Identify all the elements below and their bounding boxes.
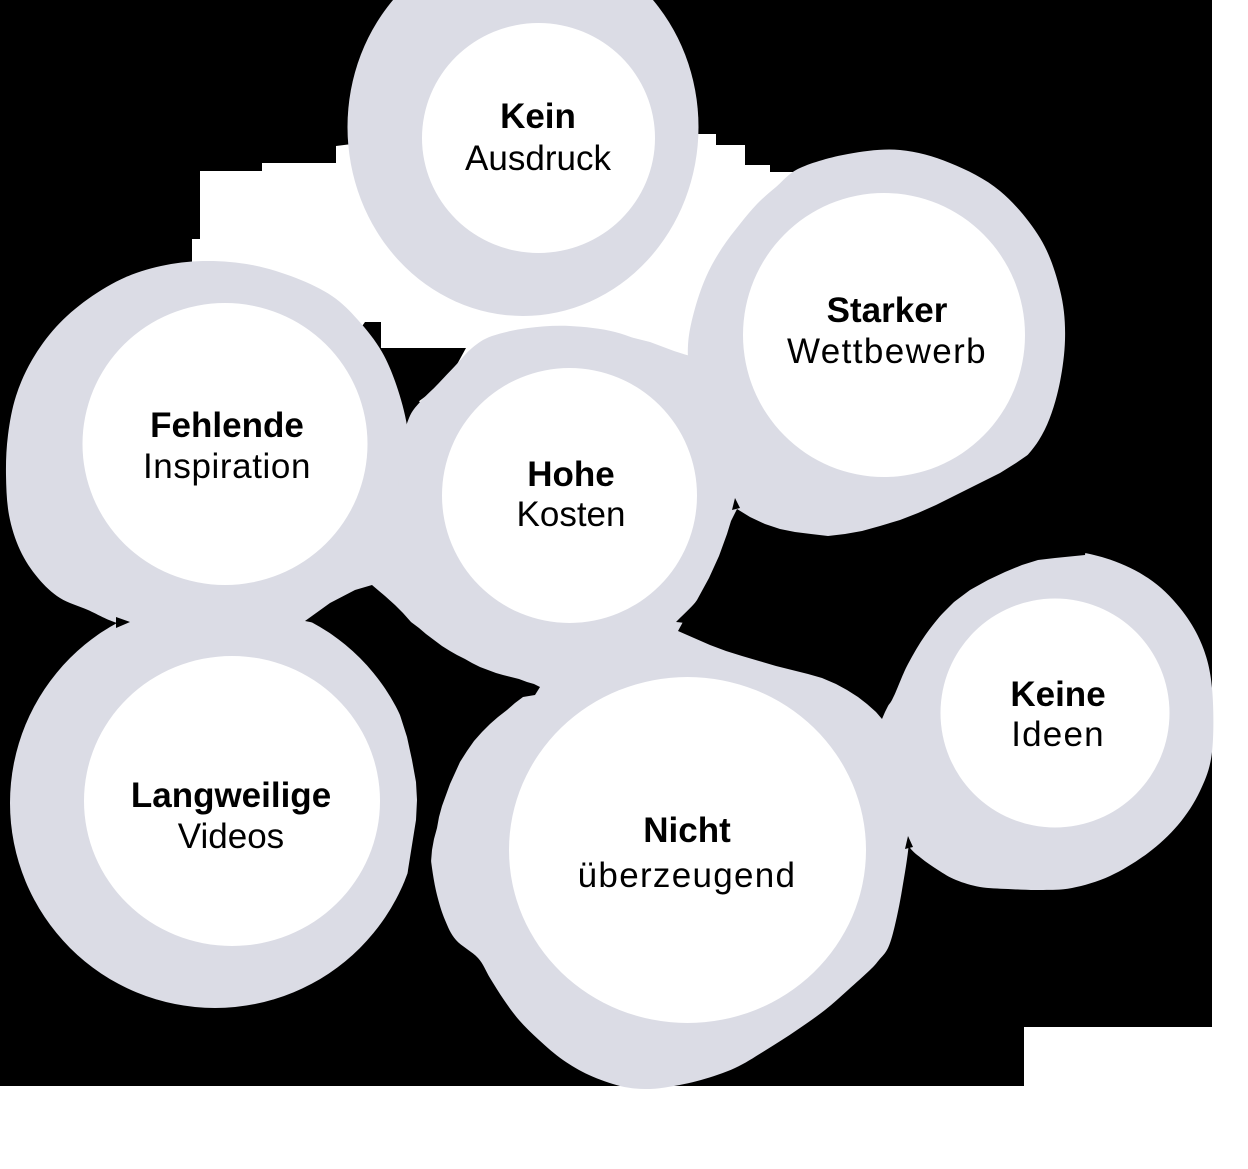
svg-text:Ideen: Ideen bbox=[1011, 715, 1105, 754]
svg-text:Nicht: Nicht bbox=[643, 811, 731, 850]
svg-text:Inspiration: Inspiration bbox=[143, 447, 311, 486]
svg-text:Hohe: Hohe bbox=[527, 455, 615, 494]
svg-text:Kein: Kein bbox=[500, 97, 576, 136]
svg-text:Kosten: Kosten bbox=[517, 495, 626, 534]
svg-text:Ausdruck: Ausdruck bbox=[465, 139, 611, 178]
svg-text:überzeugend: überzeugend bbox=[578, 856, 797, 895]
svg-text:Fehlende: Fehlende bbox=[150, 406, 304, 445]
svg-text:Wettbewerb: Wettbewerb bbox=[787, 332, 987, 371]
svg-text:Keine: Keine bbox=[1010, 675, 1105, 714]
svg-text:Langweilige: Langweilige bbox=[131, 776, 331, 815]
svg-text:Videos: Videos bbox=[178, 817, 284, 856]
svg-text:Starker: Starker bbox=[827, 291, 948, 330]
